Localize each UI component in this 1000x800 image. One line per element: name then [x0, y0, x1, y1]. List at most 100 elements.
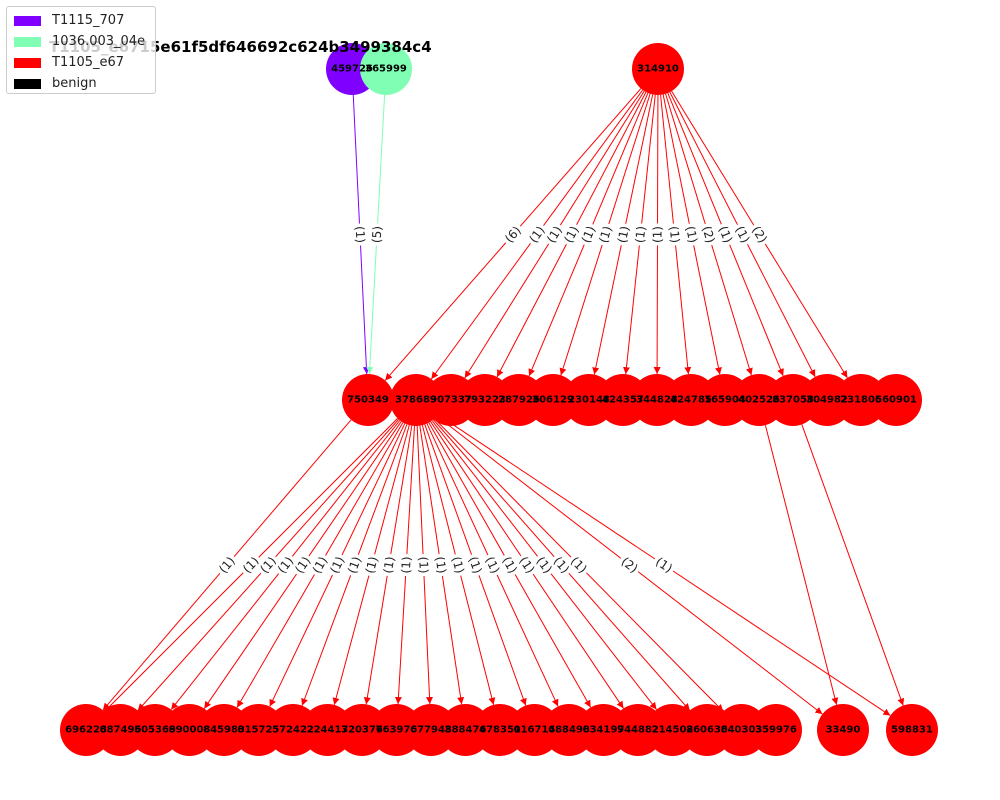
- edge-label-group: (1): [343, 551, 366, 579]
- node-label-598831: 598831: [891, 725, 933, 736]
- node-label-944882: 944882: [617, 725, 659, 736]
- edge-label-background: [272, 551, 299, 579]
- edge-label-group: (6): [499, 220, 527, 249]
- node-label-750349: 750349: [347, 395, 389, 406]
- node-label-860636: 860636: [686, 725, 728, 736]
- edge-label: (1): [345, 555, 364, 576]
- node-label-365999: 365999: [365, 64, 407, 75]
- edge-label-group: (1): [325, 551, 350, 579]
- edge-label-group: (1): [497, 551, 523, 579]
- edge-label-background: [368, 223, 386, 246]
- edge-label: (1): [716, 224, 735, 245]
- edge-label-background: [447, 552, 469, 578]
- node-label-224417: 224417: [307, 725, 349, 736]
- edge-label: (1): [633, 225, 649, 243]
- edge-label-group: (1): [361, 552, 383, 578]
- edge-label: (1): [650, 226, 664, 243]
- node-label-793223: 793223: [464, 395, 506, 406]
- edge-label-group: (1): [254, 551, 282, 579]
- edge-label-background: [681, 222, 702, 247]
- legend-swatch: [14, 78, 41, 89]
- legend-label: T1115_707: [52, 13, 125, 28]
- node-label-015725: 015725: [238, 725, 280, 736]
- node-33490: [817, 704, 869, 756]
- edge-label-background: [289, 551, 316, 579]
- edge-label: (1): [667, 225, 683, 243]
- edge-label: (1): [579, 224, 598, 245]
- legend-swatch: [14, 57, 41, 68]
- edge-label-group: (1): [565, 551, 593, 579]
- edge-label-background: [565, 551, 593, 579]
- edge-label-background: [559, 221, 584, 248]
- edge-label: (1): [466, 555, 485, 576]
- edge-label: (1): [416, 556, 431, 574]
- edge-label: (1): [683, 225, 700, 244]
- node-label-359976: 359976: [755, 725, 797, 736]
- edge-label-group: (1): [514, 551, 540, 579]
- node-label-688498: 688498: [548, 725, 590, 736]
- edge-label: (1): [449, 555, 467, 575]
- edge-label-background: [576, 221, 601, 248]
- edge-label-background: [594, 221, 617, 248]
- node-label-034197: 034197: [583, 725, 625, 736]
- edge-label: (1): [363, 555, 381, 575]
- node-label-231806: 231806: [840, 395, 882, 406]
- node-750349: [342, 374, 394, 426]
- legend-swatch: [14, 36, 41, 47]
- node-label-840303: 840303: [721, 725, 763, 736]
- legend-label: 1036.003_04e: [52, 34, 146, 49]
- edge-label-group: (1): [272, 551, 299, 579]
- node-label-890008: 890008: [169, 725, 211, 736]
- edge-label-background: [237, 551, 265, 579]
- node-label-424357: 424357: [602, 395, 644, 406]
- edge-label-group: (1): [548, 551, 575, 579]
- edge-label-background: [325, 551, 350, 579]
- edge-label: (5): [370, 226, 385, 244]
- edge-label-background: [415, 553, 432, 577]
- edge-label-background: [514, 551, 540, 579]
- legend-label: T1105_e67: [52, 55, 125, 70]
- edge-label-background: [361, 552, 383, 578]
- node-label-287926: 287926: [498, 395, 540, 406]
- edge-label-background: [650, 552, 678, 578]
- node-label-230148: 230148: [568, 395, 610, 406]
- edge-label: (1): [381, 555, 398, 574]
- node-label-320376: 320376: [341, 725, 383, 736]
- node-label-560901: 560901: [875, 395, 917, 406]
- edge-label-group: (1): [213, 551, 241, 579]
- edge-label-background: [615, 551, 644, 579]
- edge-label-group: (2): [615, 551, 644, 579]
- node-359976: [750, 704, 802, 756]
- edge-label-background: [480, 551, 505, 579]
- edge-label-background: [254, 551, 282, 579]
- edge-label-group: (1): [379, 552, 399, 578]
- edge-label-background: [307, 551, 333, 579]
- edge-label-background: [548, 551, 575, 579]
- edge-label-background: [631, 222, 650, 247]
- edge-label-background: [343, 551, 366, 579]
- edge-label: (1): [353, 226, 368, 244]
- node-label-696228: 696228: [65, 725, 107, 736]
- node-label-306129: 306129: [532, 395, 574, 406]
- node-label-016714: 016714: [514, 725, 556, 736]
- edge-label: (1): [615, 225, 632, 244]
- edge-837058-598831: [801, 424, 905, 706]
- edge-label-group: (1): [613, 222, 634, 247]
- edge-label-background: [697, 221, 720, 248]
- node-label-165904: 165904: [704, 395, 746, 406]
- node-label-478351: 478351: [479, 725, 521, 736]
- edge-label-group: (1): [524, 220, 550, 249]
- edge-label-group: (1): [649, 223, 666, 246]
- edge-label-group: (5): [368, 223, 386, 246]
- edge-label-background: [649, 223, 666, 246]
- edge-label-group: (2): [697, 221, 720, 248]
- edge-label-group: (1): [415, 553, 432, 577]
- node-label-402526: 402526: [738, 395, 780, 406]
- edge-label: (1): [327, 554, 347, 575]
- edge-label-background: [379, 552, 399, 578]
- node-label-687496: 687496: [100, 725, 142, 736]
- legend-item-technique-1: T1115_707: [14, 10, 155, 31]
- edge-label-background: [431, 552, 451, 578]
